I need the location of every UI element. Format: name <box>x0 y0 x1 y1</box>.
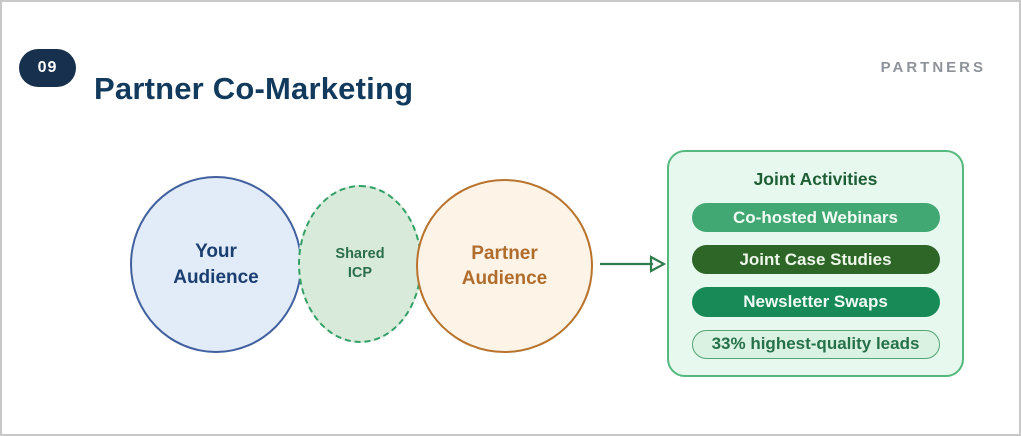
page-title: Partner Co-Marketing <box>94 70 414 106</box>
pill-co-hosted-webinars-label: Co-hosted Webinars <box>733 207 898 227</box>
circle-shared-icp: Shared ICP <box>298 185 422 343</box>
circle-partner-audience: Partner Audience <box>416 179 593 353</box>
pill-leads-stat-label: 33% highest-quality leads <box>711 334 920 354</box>
pill-co-hosted-webinars: Co-hosted Webinars <box>691 203 940 233</box>
pill-newsletter-swaps: Newsletter Swaps <box>691 287 940 317</box>
circle-partner-audience-label: Partner Audience <box>461 242 548 289</box>
circle-your-audience-label: Your Audience <box>173 241 259 288</box>
slide-number-badge: 09 <box>19 49 76 87</box>
pill-leads-stat: 33% highest-quality leads <box>691 329 940 359</box>
circle-shared-icp-label: Shared ICP <box>335 245 385 281</box>
pill-joint-case-studies-label: Joint Case Studies <box>739 249 892 269</box>
joint-activities-panel: Joint Activities Co-hosted Webinars Join… <box>667 150 964 377</box>
slide-number: 09 <box>37 59 58 76</box>
circle-your-audience: Your Audience <box>130 176 302 353</box>
pill-newsletter-swaps-label: Newsletter Swaps <box>743 292 888 312</box>
joint-activities-title: Joint Activities <box>753 169 878 189</box>
arrow-right-icon <box>598 252 667 276</box>
section-tag: PARTNERS <box>880 59 986 76</box>
pill-joint-case-studies: Joint Case Studies <box>691 245 940 275</box>
